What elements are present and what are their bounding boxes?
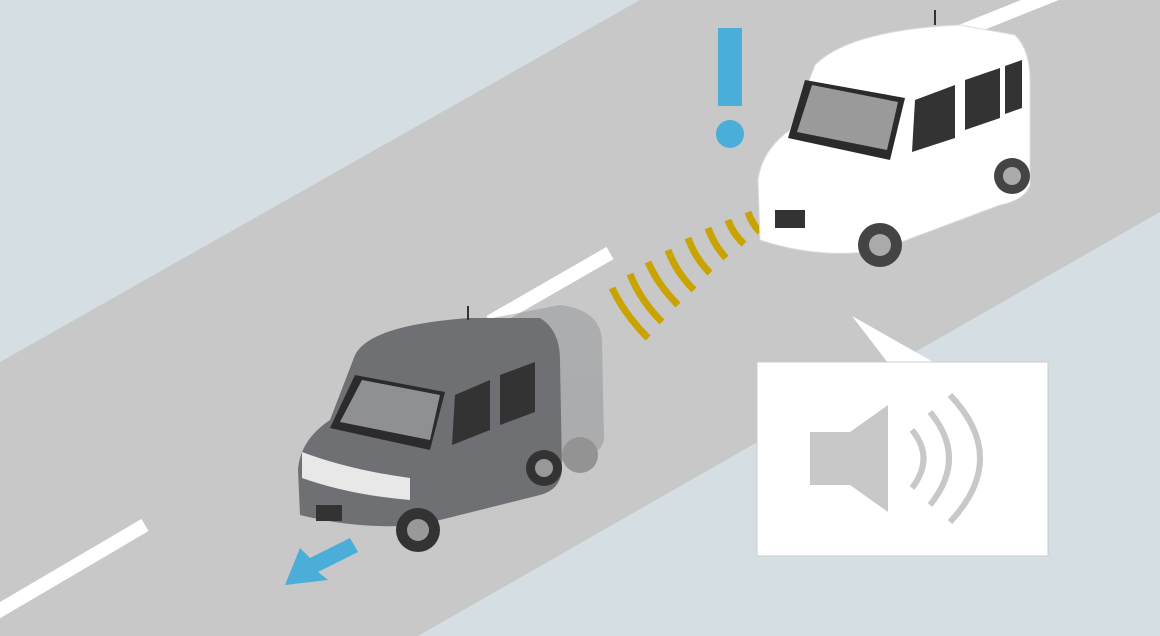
own-vehicle	[298, 306, 562, 552]
sensor-waves	[608, 210, 763, 341]
speaker-icon	[810, 392, 983, 525]
arrow-down-left-icon	[285, 538, 358, 585]
leading-vehicle	[757, 10, 1031, 267]
lane-markings	[0, 0, 1059, 619]
speech-bubble	[756, 316, 1049, 557]
exclamation-icon	[716, 28, 744, 148]
